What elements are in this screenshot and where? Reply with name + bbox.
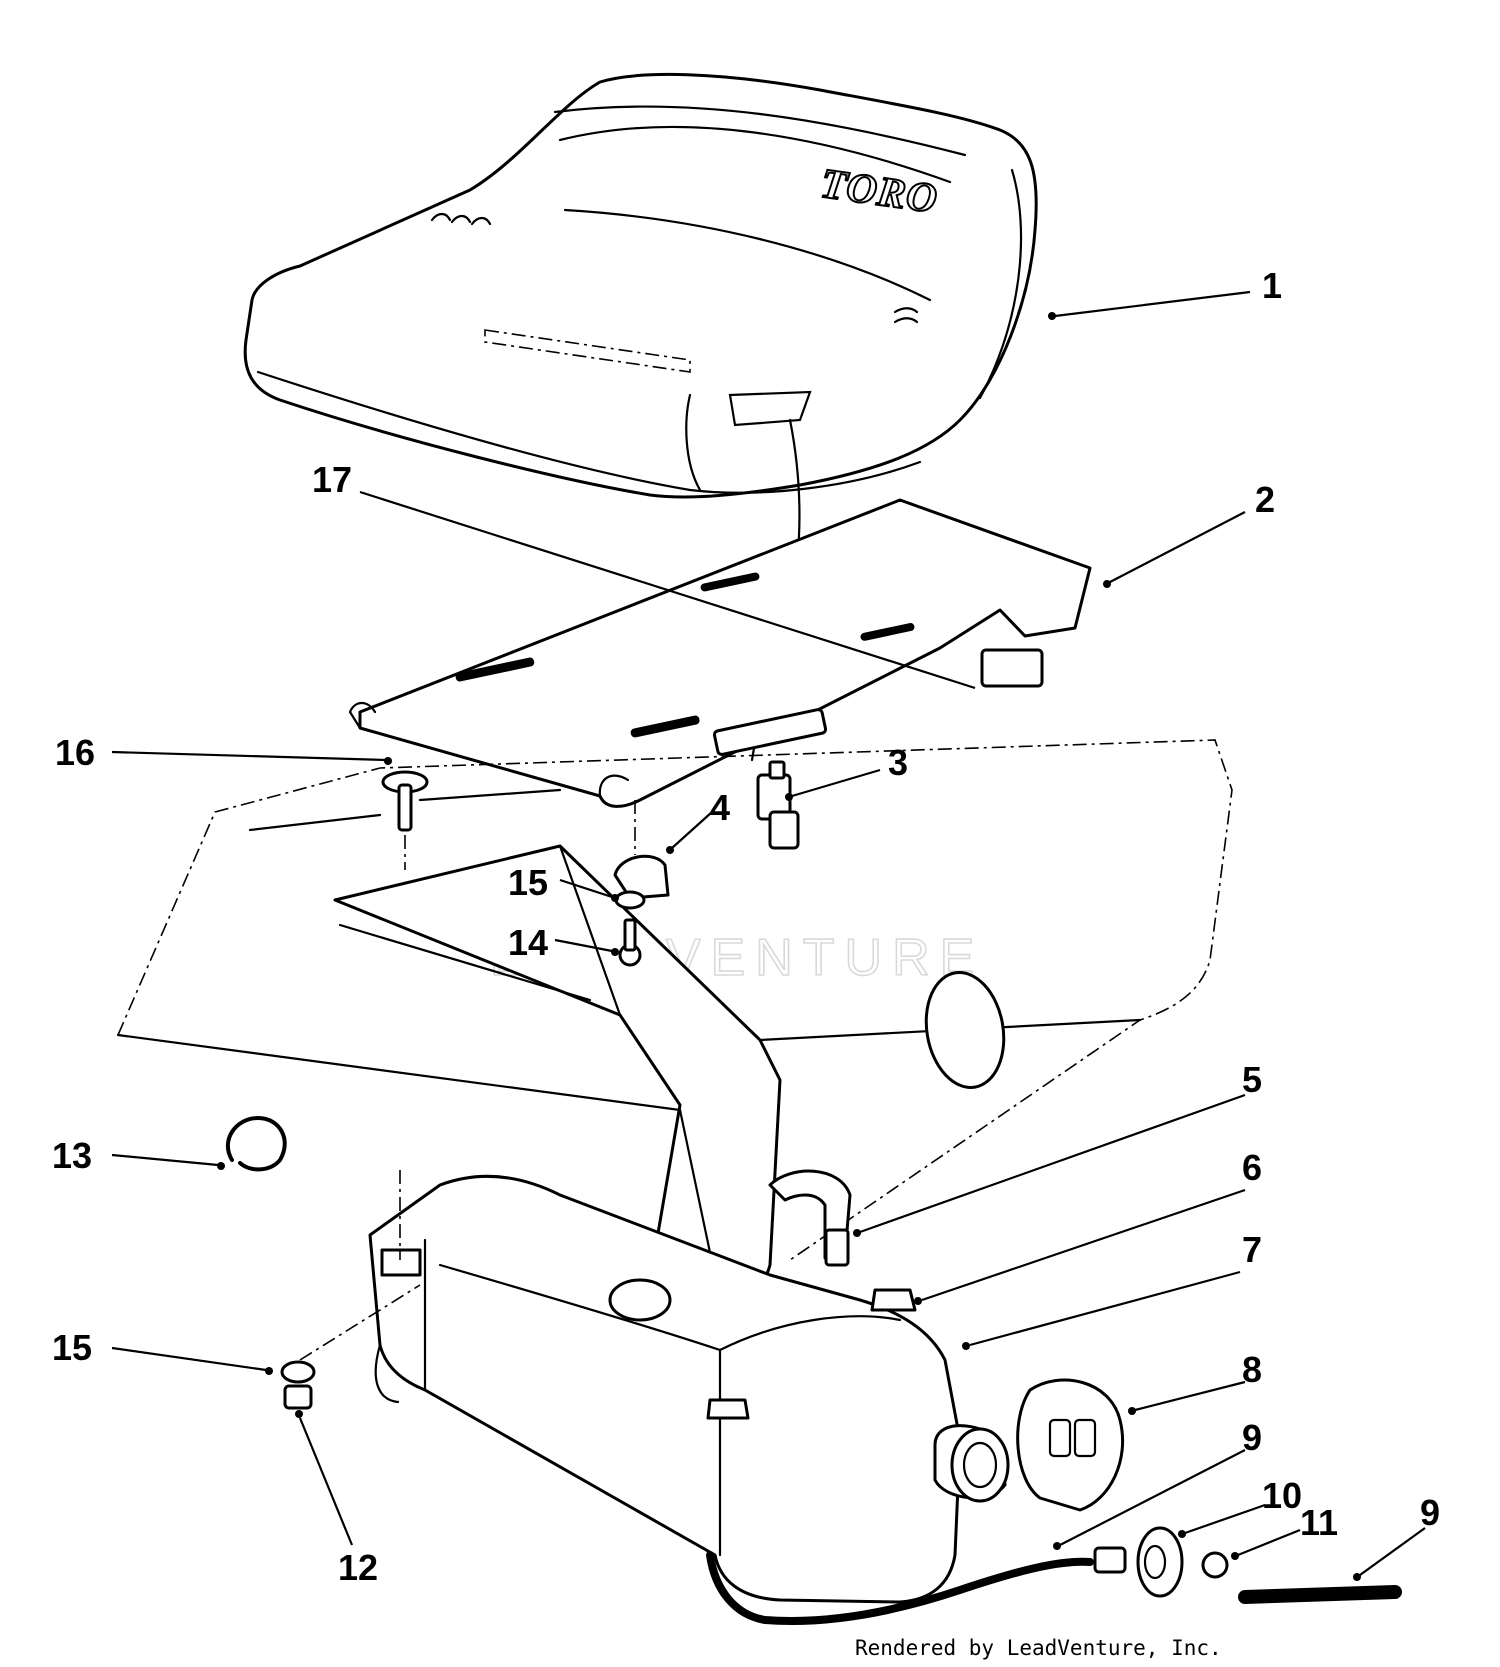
part-nut: [283, 1384, 313, 1410]
callout-10: 10: [1262, 1475, 1302, 1516]
part-clip: [613, 800, 670, 900]
callout-4: 4: [710, 787, 730, 828]
part-fuel-cap: [1016, 1378, 1125, 1512]
part-washer-upper: [614, 890, 646, 910]
callout-8: 8: [1242, 1349, 1262, 1390]
callout-7: 7: [1242, 1229, 1262, 1270]
callout-9-b: 9: [1420, 1492, 1440, 1533]
callout-6: 6: [1242, 1147, 1262, 1188]
callout-9-a: 9: [1242, 1417, 1262, 1458]
callout-16: 16: [55, 732, 95, 773]
callout-11: 11: [1300, 1502, 1338, 1543]
part-washer-lower: [280, 1360, 316, 1384]
callout-14: 14: [508, 922, 548, 963]
callouts: 1 2 17 3 4 16 15 14 13 5 6 7 8 9 10 11 9…: [52, 265, 1440, 1588]
part-carriage-bolt: [381, 770, 429, 870]
part-fender-cover: [116, 739, 1233, 1306]
callout-15-lower: 15: [52, 1327, 92, 1368]
callout-1: 1: [1262, 265, 1282, 306]
part-bolt-upper: [618, 918, 642, 967]
part-connector: [756, 760, 800, 850]
credit-text: Rendered by LeadVenture, Inc.: [855, 1636, 1222, 1660]
callout-13: 13: [52, 1135, 92, 1176]
part-fuel-filter: [1093, 1526, 1184, 1598]
callout-17: 17: [312, 459, 352, 500]
callout-12: 12: [338, 1547, 378, 1588]
part-hose-clamp: [1201, 1551, 1229, 1579]
part-seat-plate: [348, 498, 1092, 808]
callout-3: 3: [888, 742, 908, 783]
callout-15-upper: 15: [508, 862, 548, 903]
part-fuel-tank: [368, 1174, 1010, 1604]
part-seat: TORO: [243, 72, 1038, 499]
leader-lines: [111, 290, 1426, 1581]
part-snap-ring: [225, 1115, 287, 1172]
part-fuel-line: [706, 1551, 1402, 1625]
part-vent-hose: [824, 1228, 850, 1267]
callout-2: 2: [1255, 479, 1275, 520]
callout-5: 5: [1242, 1059, 1262, 1100]
